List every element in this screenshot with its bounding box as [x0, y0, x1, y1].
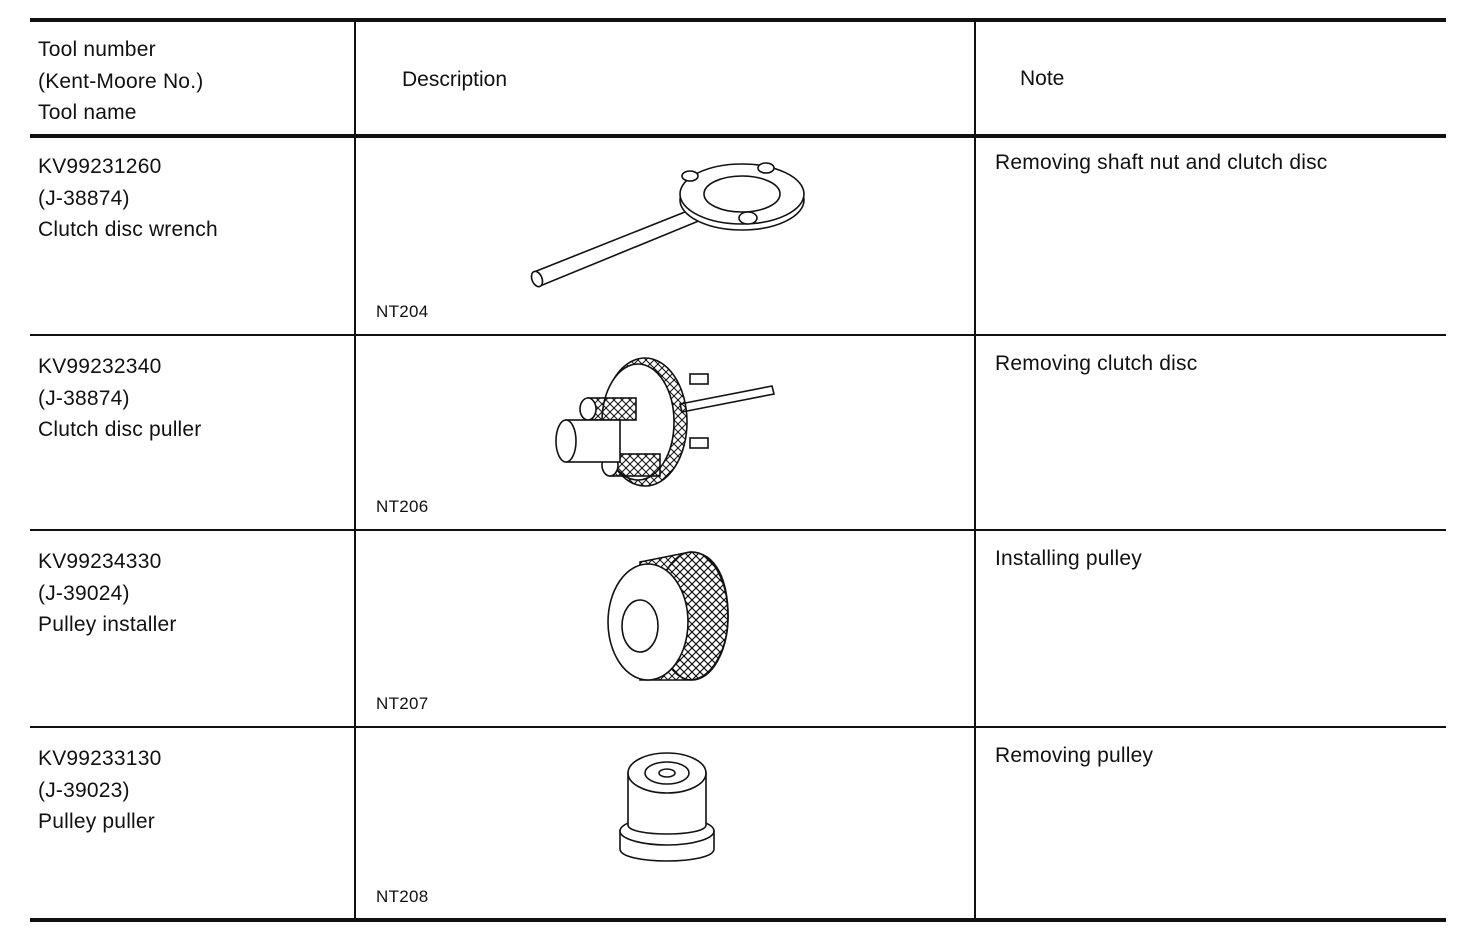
figure-code: NT208 [376, 887, 429, 906]
note-text: Removing shaft nut and clutch disc [995, 151, 1328, 174]
tool-number: KV99234330 [38, 550, 162, 573]
clutch-disc-wrench-illustration [530, 162, 805, 288]
header-tool-column: Tool number (Kent-Moore No.) Tool name [38, 34, 203, 129]
tool-name: Pulley puller [38, 810, 155, 833]
tool-number: KV99232340 [38, 355, 162, 378]
note-text: Installing pulley [995, 547, 1142, 570]
figure-code: NT207 [376, 694, 429, 713]
row-divider [30, 529, 1446, 531]
column-divider [354, 22, 356, 920]
kent-moore-number: (J-39024) [38, 581, 130, 605]
header-kent-moore: (Kent-Moore No.) [38, 69, 204, 93]
header-tool-name: Tool name [38, 101, 137, 124]
row-divider [30, 334, 1446, 336]
header-description: Description [402, 68, 508, 91]
clutch-disc-puller-illustration [555, 357, 775, 487]
column-divider [974, 22, 976, 920]
header-note: Note [1020, 67, 1065, 90]
kent-moore-number: (J-38874) [38, 186, 130, 210]
tool-name: Clutch disc puller [38, 418, 202, 441]
header-bottom-rule [30, 134, 1446, 138]
pulley-puller-illustration [619, 752, 715, 862]
tool-name: Clutch disc wrench [38, 218, 218, 241]
table-row: KV99232340 (J-38874) Clutch disc puller [38, 351, 202, 446]
tool-name: Pulley installer [38, 613, 177, 636]
kent-moore-number: (J-39023) [38, 778, 130, 802]
figure-code: NT204 [376, 302, 429, 321]
note-text: Removing pulley [995, 744, 1154, 767]
table-top-rule [30, 18, 1446, 22]
kent-moore-number: (J-38874) [38, 386, 130, 410]
note-text: Removing clutch disc [995, 352, 1198, 375]
figure-code: NT206 [376, 497, 429, 516]
header-tool-number: Tool number [38, 38, 156, 61]
table-row: KV99233130 (J-39023) Pulley puller [38, 743, 161, 838]
table-row: KV99231260 (J-38874) Clutch disc wrench [38, 151, 218, 246]
table-row: KV99234330 (J-39024) Pulley installer [38, 546, 177, 641]
table-bottom-rule [30, 918, 1446, 922]
pulley-installer-illustration [607, 551, 729, 681]
tool-number: KV99233130 [38, 747, 162, 770]
row-divider [30, 726, 1446, 728]
tool-number: KV99231260 [38, 155, 162, 178]
